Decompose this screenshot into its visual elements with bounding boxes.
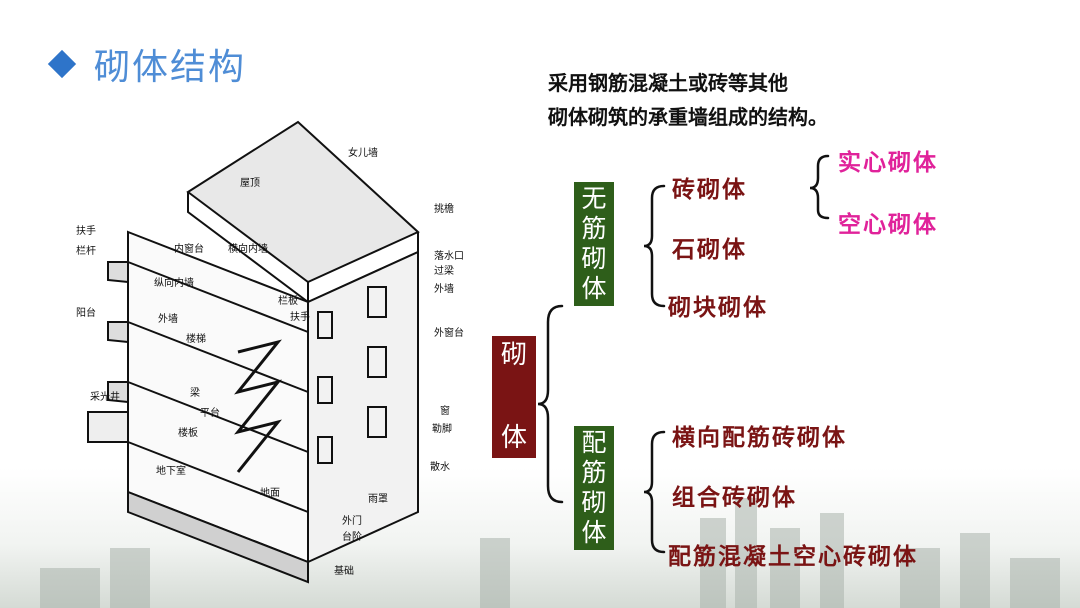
illustration-label: 楼板: [178, 426, 198, 439]
illustration-label: 外墙: [158, 312, 178, 325]
illustration-label: 纵向内墙: [154, 276, 194, 289]
tree-sub-item: 实心砌体: [838, 149, 938, 176]
illustration-label: 栏板: [278, 294, 298, 307]
illustration-label: 外窗台: [434, 326, 464, 339]
illustration-label: 散水: [430, 460, 450, 473]
illustration-label: 基础: [334, 564, 354, 577]
tree-item: 砌块砌体: [668, 294, 768, 321]
illustration-label: 女儿墙: [348, 146, 378, 159]
illustration-label: 落水口: [434, 250, 464, 262]
illustration-label: 台阶: [342, 530, 362, 543]
slide-description: 采用钢筋混凝土或砖等其他 砌体砌筑的承重墙组成的结构。: [548, 66, 828, 134]
illustration-label: 屋顶: [240, 177, 260, 189]
tree-item: 配筋混凝土空心砖砌体: [668, 543, 918, 570]
illustration-label: 扶手: [76, 224, 96, 237]
illustration-label: 地面: [260, 486, 280, 499]
illustration-label: 地下室: [156, 464, 186, 477]
root-char: 砌: [500, 340, 527, 370]
group-char: 体: [581, 518, 607, 547]
slide-title: 砌体结构: [94, 47, 247, 88]
sub-brace: [809, 154, 830, 220]
illustration-label: 窗: [440, 404, 450, 417]
illustration-label: 过梁: [434, 264, 454, 277]
illustration-label: 挑檐: [434, 202, 454, 215]
group-label-reinforced: 配 筋 砌 体: [574, 426, 614, 550]
illustration-label: 采光井: [90, 390, 120, 403]
group1-brace: [643, 184, 666, 308]
tree-item: 砖砌体: [672, 176, 747, 203]
illustration-label: 横向内墙: [228, 242, 268, 255]
group-char: 筋: [581, 214, 607, 243]
group-char: 体: [581, 274, 607, 303]
description-line: 砌体砌筑的承重墙组成的结构。: [548, 105, 828, 129]
illustration-label: 梁: [190, 386, 200, 399]
tree-sub-item: 空心砌体: [838, 211, 938, 238]
building-cutaway-illustration: 女儿墙 屋顶 挑檐 扶手 栏杆 内窗台 横向内墙 落水口 过梁 外墙 纵向内墙 …: [76, 120, 464, 584]
illustration-label: 外墙: [434, 282, 454, 295]
tree-item: 组合砖砌体: [672, 484, 797, 511]
illustration-label: 楼梯: [186, 332, 206, 345]
illustration-label: 平台: [200, 406, 220, 419]
group-char: 砌: [581, 488, 607, 517]
root-category-box: 砌 体: [492, 336, 536, 458]
group-char: 筋: [581, 458, 607, 487]
illustration-label: 内窗台: [174, 242, 204, 255]
group-char: 砌: [581, 244, 607, 273]
tree-item: 石砌体: [672, 236, 747, 263]
illustration-label: 外门: [342, 514, 362, 527]
illustration-label: 扶手: [290, 310, 310, 323]
group-char: 无: [581, 184, 607, 213]
illustration-label: 勒脚: [432, 422, 452, 435]
slide-header: 砌体结构: [47, 38, 247, 90]
group-label-unreinforced: 无 筋 砌 体: [574, 182, 614, 306]
diamond-bullet-icon: [47, 49, 77, 79]
illustration-label: 阳台: [76, 306, 96, 319]
tree-item: 横向配筋砖砌体: [672, 424, 847, 451]
root-char: 体: [500, 422, 527, 453]
illustration-label: 雨罩: [368, 493, 388, 505]
group-char: 配: [581, 428, 607, 457]
illustration-label: 栏杆: [76, 244, 96, 257]
description-line: 采用钢筋混凝土或砖等其他: [548, 71, 788, 95]
